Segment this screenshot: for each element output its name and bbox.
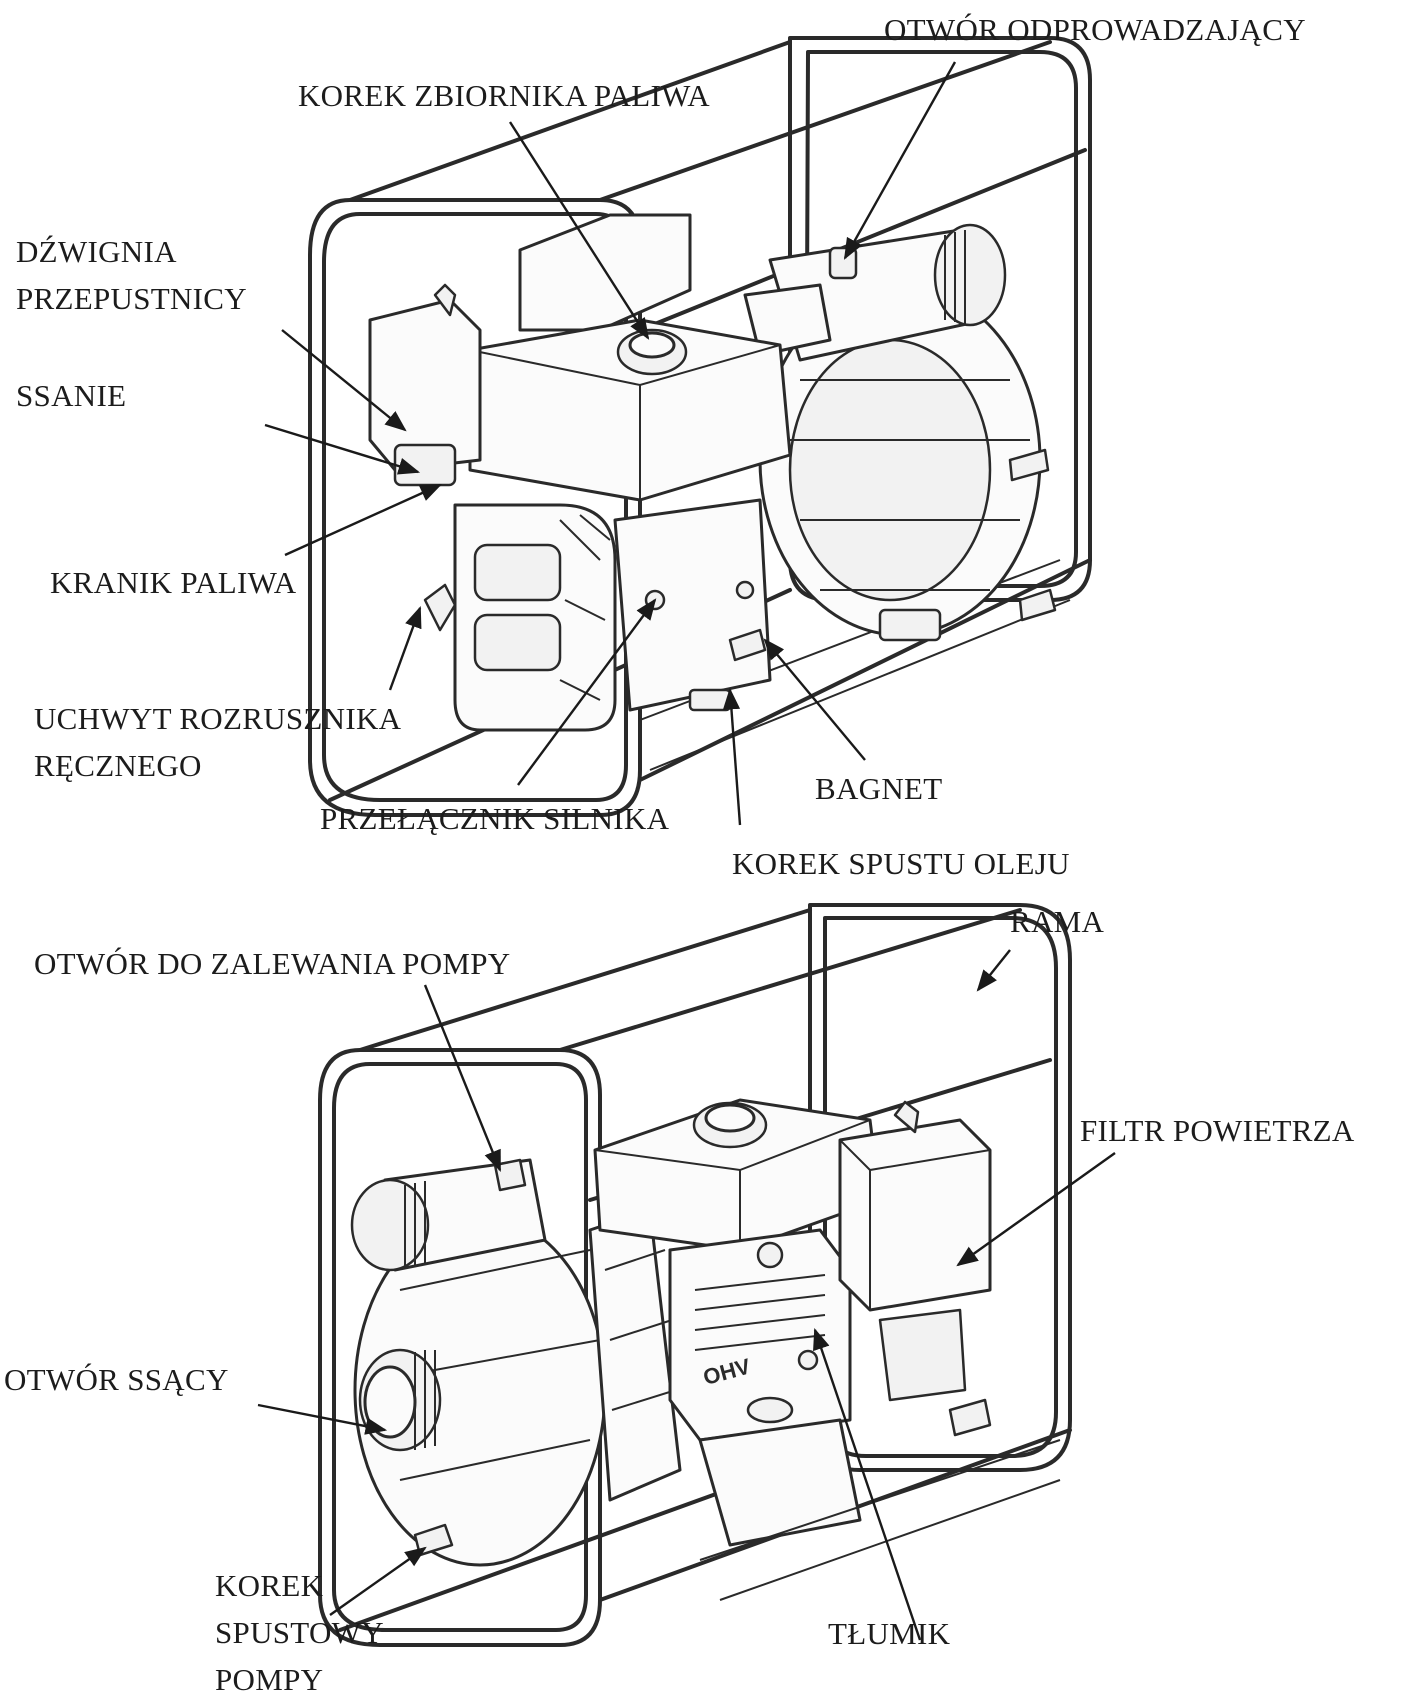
leader-lines	[257, 61, 1116, 1641]
label-kranik-paliwa: KRANIK PALIWA	[50, 565, 297, 600]
label-korek-spustu-oleju: KOREK SPUSTU OLEJU	[732, 846, 1070, 881]
label-przelacznik-silnika: PRZEŁĄCZNIK SILNIKA	[320, 801, 670, 836]
label-korek-spustowy-line3: POMPY	[215, 1662, 324, 1697]
leader-otwor-zalewania	[423, 984, 502, 1173]
leader-uchwyt	[388, 605, 422, 691]
label-dzwignia-line1: DŹWIGNIA	[16, 234, 177, 269]
leader-filtr	[956, 1152, 1116, 1267]
leader-korek-spustowy	[329, 1546, 427, 1616]
bottom-air-filter	[838, 1118, 992, 1312]
leader-ssanie	[264, 423, 421, 475]
label-otwor-odprowadzajacy: OTWÓR ODPROWADZAJĄCY	[884, 12, 1306, 47]
label-korek-spustowy-pompy: KOREK SPUSTOWY POMPY	[215, 1562, 384, 1703]
label-uchwyt-rozrusznika: UCHWYT ROZRUSZNIKA RĘCZNEGO	[34, 695, 401, 789]
label-ssanie: SSANIE	[16, 378, 127, 413]
leader-tlumik	[813, 1327, 922, 1641]
label-otwor-do-zalewania: OTWÓR DO ZALEWANIA POMPY	[34, 946, 511, 981]
label-dzwignia-line2: PRZEPUSTNICY	[16, 281, 247, 316]
leader-przelacznik	[517, 598, 657, 786]
leader-bagnet	[763, 638, 866, 761]
label-dzwignia-przepustnicy: DŹWIGNIA PRZEPUSTNICY	[16, 228, 247, 322]
label-uchwyt-line1: UCHWYT ROZRUSZNIKA	[34, 701, 402, 736]
label-uchwyt-line2: RĘCZNEGO	[34, 748, 202, 783]
label-tlumik: TŁUMIK	[828, 1616, 951, 1651]
leader-korek-oleju	[722, 687, 742, 826]
label-filtr-powietrza: FILTR POWIETRZA	[1080, 1113, 1355, 1148]
leader-kranik	[284, 483, 442, 557]
leader-dzwignia	[281, 329, 407, 432]
bottom-frame-front	[318, 1048, 602, 1647]
label-bagnet: BAGNET	[815, 771, 943, 806]
label-korek-spustowy-line2: SPUSTOWY	[215, 1615, 384, 1650]
label-otwor-ssacy: OTWÓR SSĄCY	[4, 1362, 229, 1397]
bottom-muffler	[698, 1418, 862, 1547]
label-korek-zbiornika-paliwa: KOREK ZBIORNIKA PALIWA	[298, 78, 710, 113]
top-frame-back	[788, 36, 1092, 602]
leader-korek-zbiornika	[508, 121, 650, 340]
bottom-pump-illustration: OHV	[318, 903, 1072, 1647]
top-pump-illustration	[308, 36, 1092, 817]
label-korek-spustowy-line1: KOREK	[215, 1568, 324, 1603]
label-rama: RAMA	[1010, 904, 1105, 939]
leader-otwor-odprowadzajacy	[843, 61, 957, 260]
leader-otwor-ssacy	[257, 1403, 388, 1435]
leader-rama	[976, 949, 1011, 992]
